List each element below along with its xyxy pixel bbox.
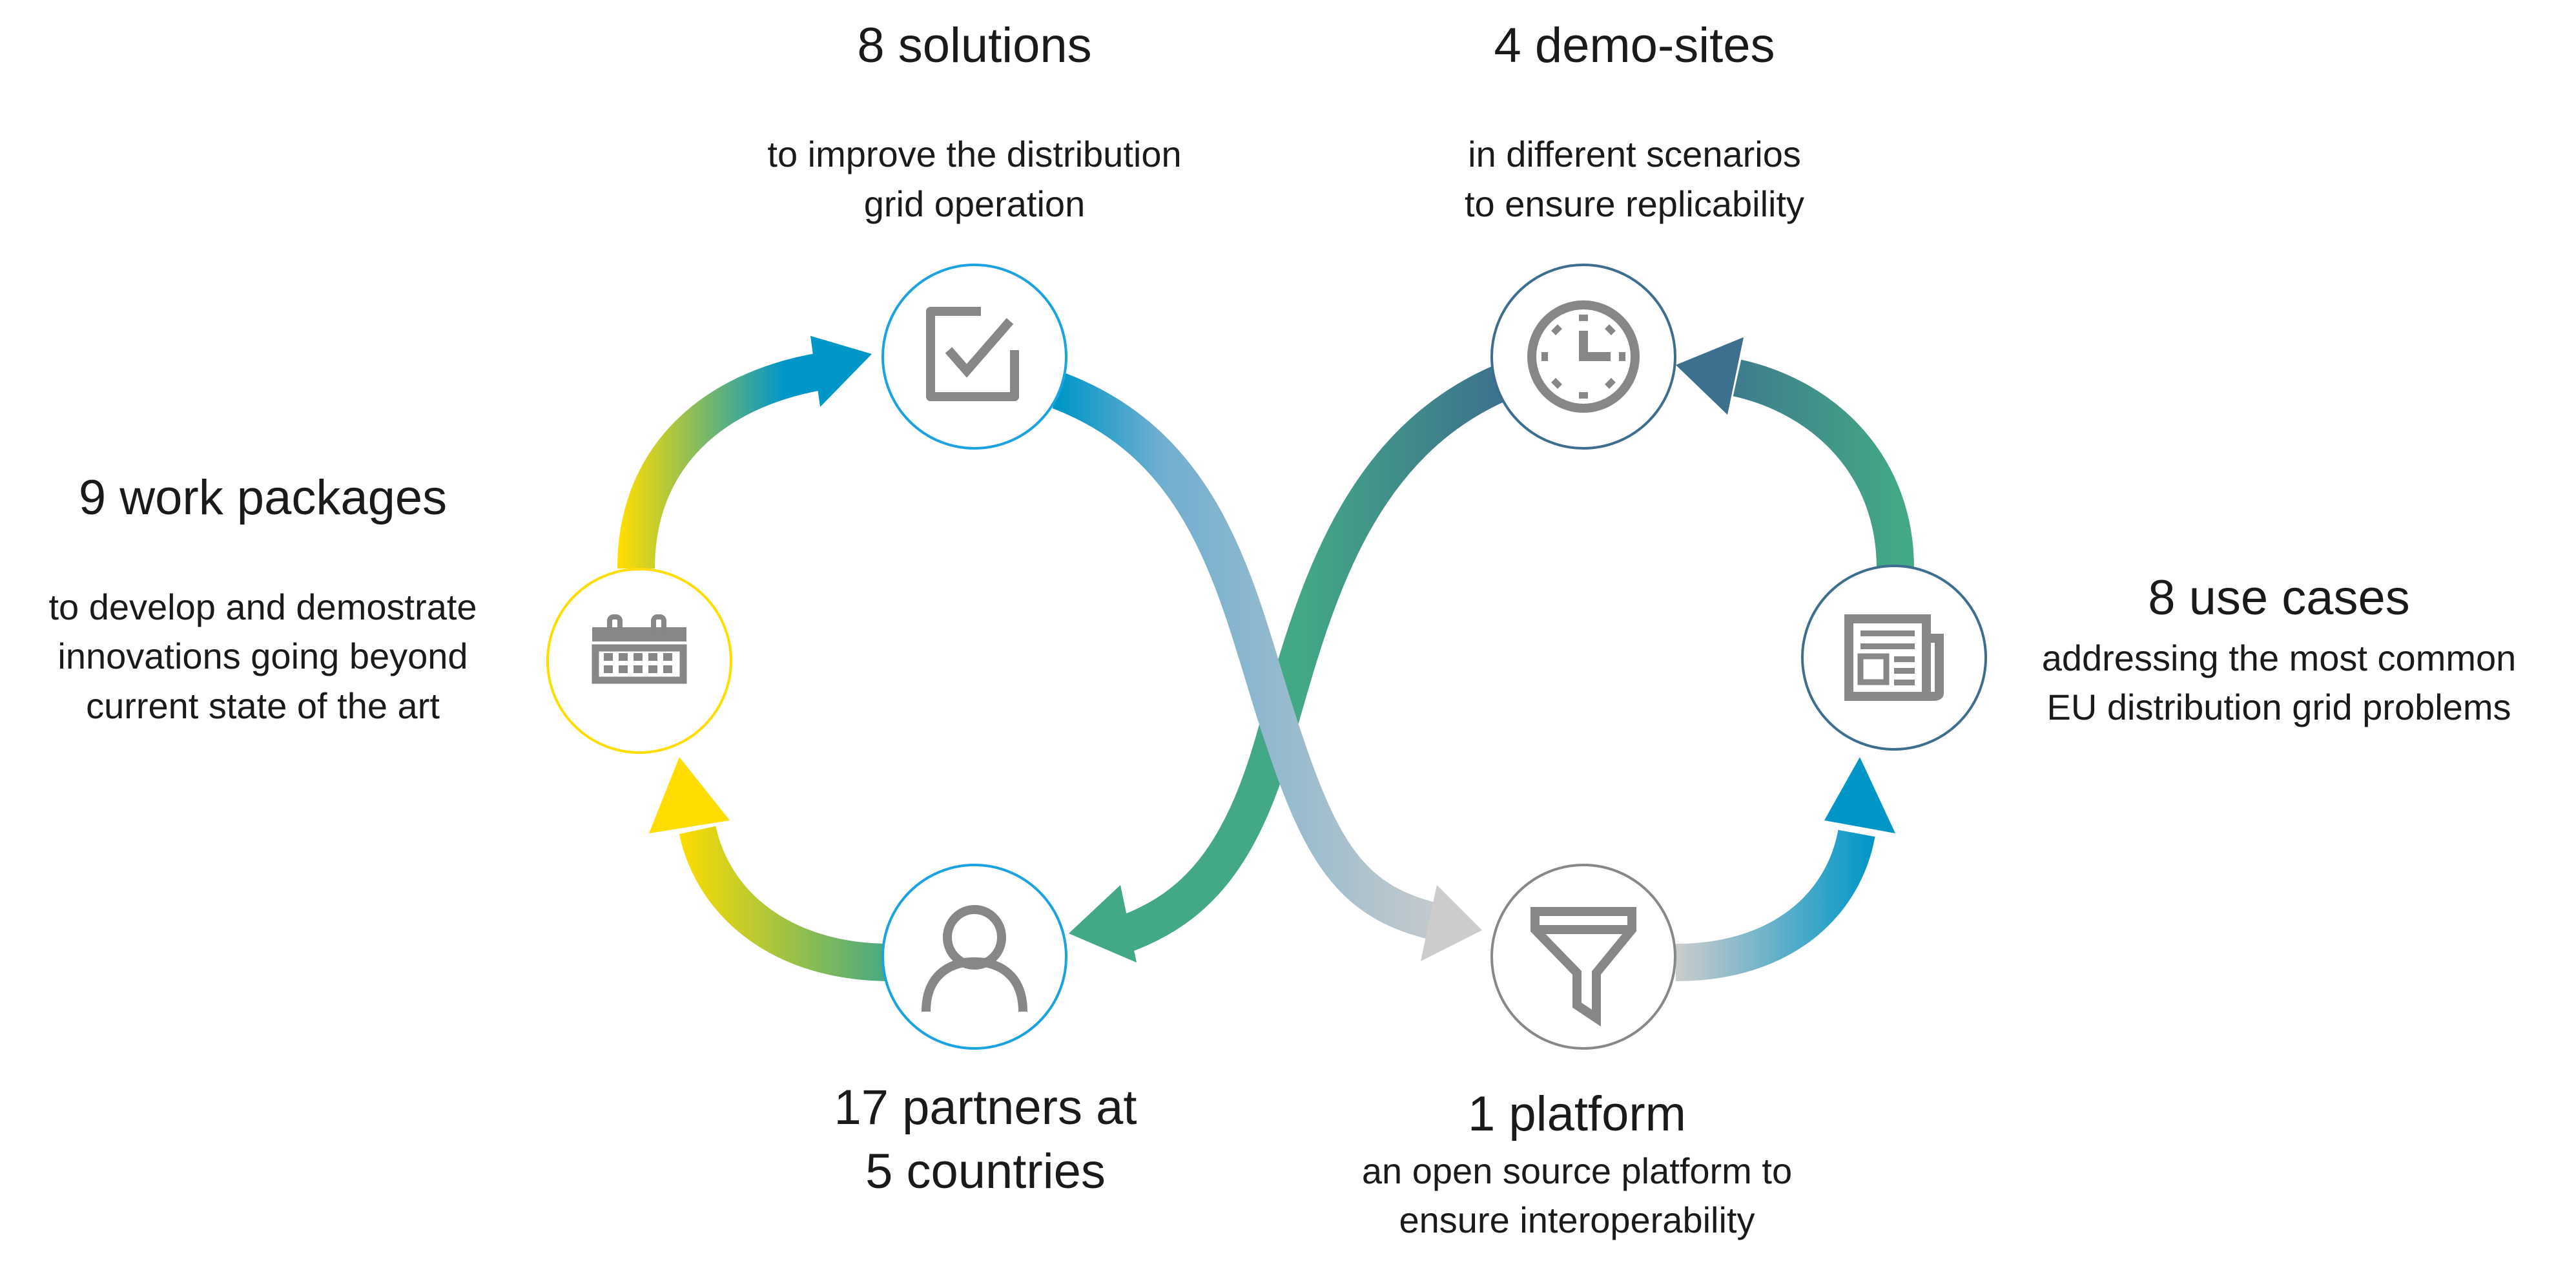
node-desc-line: an open source platform to xyxy=(1362,1150,1792,1191)
arrow-partners-to-packages xyxy=(649,757,892,981)
arrow-packages-to-solutions xyxy=(617,336,872,569)
arrow-demosites-to-partners xyxy=(1069,364,1512,963)
arrow-platform-to-usecases xyxy=(1675,757,1895,981)
node-title: 9 work packages xyxy=(79,470,447,525)
node-title: 4 demo-sites xyxy=(1494,18,1775,73)
node-title: 5 countries xyxy=(865,1144,1106,1199)
node-solutions: 8 solutions to improve the distribution … xyxy=(767,18,1182,450)
node-desc-line: EU distribution grid problems xyxy=(2047,687,2511,727)
arrow-usecases-to-demosites xyxy=(1676,337,1914,569)
node-desc-line: grid operation xyxy=(864,183,1085,224)
clock-icon xyxy=(1527,300,1640,413)
node-desc-line: to ensure replicability xyxy=(1465,183,1804,224)
newspaper-icon xyxy=(1844,614,1944,701)
node-partners: 17 partners at 5 countries xyxy=(834,864,1137,1199)
node-title: 1 platform xyxy=(1468,1087,1686,1141)
node-desc-line: to develop and demostrate xyxy=(48,587,477,627)
node-desc-line: to improve the distribution xyxy=(767,134,1181,174)
node-title: 17 partners at xyxy=(834,1080,1137,1135)
calendar-icon xyxy=(592,614,687,684)
node-title: 8 solutions xyxy=(857,18,1091,73)
filter-icon xyxy=(1530,907,1636,1027)
node-demo-sites: 4 demo-sites in different scenarios to e… xyxy=(1465,18,1804,450)
node-desc-line: innovations going beyond xyxy=(57,636,468,676)
node-work-packages: 9 work packages to develop and demostrat… xyxy=(48,470,732,754)
node-desc-line: addressing the most common xyxy=(2042,638,2517,678)
node-title: 8 use cases xyxy=(2148,570,2410,625)
checkbox-icon xyxy=(926,307,1019,401)
node-platform: 1 platform an open source platform to en… xyxy=(1362,864,1792,1240)
node-desc-line: in different scenarios xyxy=(1468,134,1801,174)
node-desc-line: ensure interoperability xyxy=(1399,1200,1755,1240)
person-icon xyxy=(922,905,1027,1012)
node-desc-line: current state of the art xyxy=(86,685,440,726)
arrow-solutions-to-platform xyxy=(1052,373,1482,961)
node-use-cases: 8 use cases addressing the most common E… xyxy=(1801,565,2517,751)
